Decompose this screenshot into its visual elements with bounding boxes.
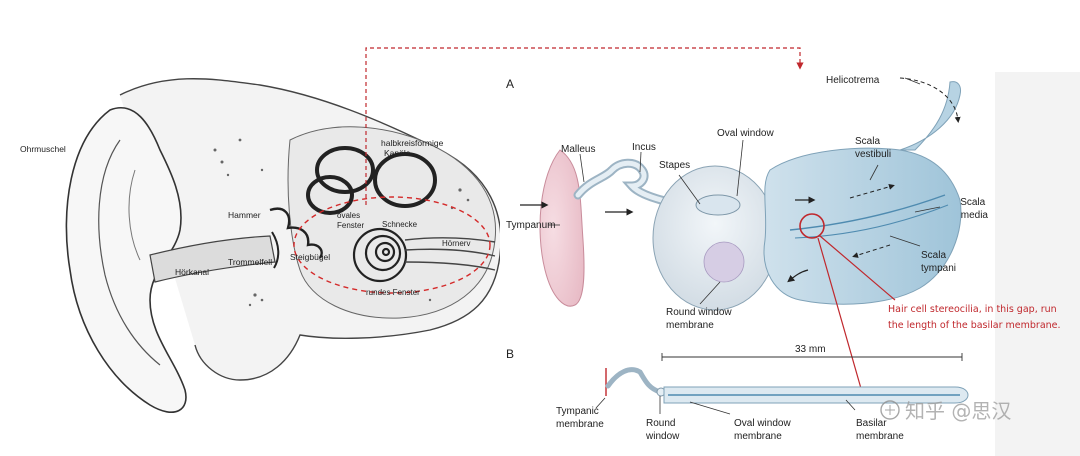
auditory-nerve-shape: [404, 237, 496, 271]
pinna-shape: [65, 107, 187, 414]
label-helicotrema: Helicotrema: [826, 75, 880, 86]
annotation-line-1: Hair cell stereocilia, in this gap, run: [888, 304, 1057, 315]
semicircular-canals: [306, 146, 437, 215]
label-tympanic-membrane: Tympanic membrane: [556, 406, 604, 430]
stereocilia-highlight: [799, 213, 825, 239]
stereocilia-annotation: Hair cell stereocilia, in this gap, run …: [888, 304, 1061, 331]
label-oval-window-membrane: Oval window membrane: [734, 418, 793, 442]
label-cochlea: Schnecke: [382, 220, 418, 229]
right-gray-strip: [995, 72, 1080, 456]
temporal-bone: [287, 126, 497, 319]
label-round-window-membrane: Round window membrane: [666, 307, 734, 331]
label-scala-vestibuli-l1: Scala: [855, 136, 880, 147]
label-semicircular-l2: Kanäle: [384, 148, 411, 158]
label-basilar-membrane: Basilar membrane: [856, 418, 904, 442]
label-rw-l2: window: [645, 431, 680, 442]
label-bm-l2: membrane: [856, 431, 904, 442]
label-oval-window: Oval window: [717, 128, 774, 139]
label-scala-tympani-l1: Scala: [921, 250, 946, 261]
label-scala-tympani: Scala tympani: [921, 250, 956, 274]
label-scala-media-l2: media: [961, 210, 989, 221]
ear-canal-shape: [149, 235, 276, 283]
label-length: 33 mm: [795, 344, 826, 355]
label-scala-media: Scala media: [960, 197, 988, 221]
vestibule-shape: [652, 165, 778, 311]
label-incus: Incus: [632, 142, 656, 153]
label-auditory-nerve: Hörnerv: [442, 239, 470, 248]
label-oval-l1: ovales: [337, 211, 360, 220]
label-scala-tympani-l2: tympani: [921, 263, 956, 274]
inner-ear-highlight: [293, 196, 491, 294]
eardrum-shape: [271, 231, 280, 269]
dashed-connector: [365, 47, 804, 205]
label-tympanum: Tympanum: [506, 220, 555, 231]
oval-window-disc: [695, 194, 741, 216]
label-tm-l1: Tympanic: [556, 406, 599, 417]
label-ear-canal: Hörkanal: [175, 267, 209, 277]
label-tm-l2: membrane: [556, 419, 604, 430]
label-rwm-l2: membrane: [666, 320, 714, 331]
cochlea-spiral: [352, 227, 408, 283]
label-bm-l1: Basilar: [856, 418, 887, 429]
label-stapes: Stapes: [659, 160, 690, 171]
label-pinna: Ohrmuschel: [20, 144, 66, 154]
ossicles-shape: [269, 207, 323, 259]
label-owm-l1: Oval window: [734, 418, 791, 429]
label-stapes: Steigbügel: [290, 252, 330, 262]
watermark: 知乎 @思汉: [880, 399, 1011, 423]
ear-anatomy-drawing: Ohrmuschel halbkreisförmige Kanäle ovale…: [20, 78, 502, 414]
label-scala-media-l1: Scala: [960, 197, 985, 208]
cochlea-body: [763, 147, 962, 305]
watermark-logo-icon: [880, 400, 900, 420]
label-eardrum: Trommelfell: [228, 257, 272, 267]
cochlea-figure: A: [500, 72, 1080, 456]
label-malleus: Malleus: [561, 144, 595, 155]
label-round-window: rundes Fenster: [366, 288, 420, 297]
label-oval-l2: Fenster: [337, 221, 364, 230]
label-rwm-l1: Round window: [666, 307, 732, 318]
watermark-text: 知乎 @思汉: [905, 399, 1011, 423]
annotation-line-2: the length of the basilar membrane.: [888, 320, 1061, 331]
round-window-disc: [703, 241, 745, 283]
label-scala-vestibuli-l2: vestibuli: [855, 149, 891, 160]
label-rw-l1: Round: [646, 418, 675, 429]
label-owm-l2: membrane: [734, 431, 782, 442]
label-scala-vestibuli: Scala vestibuli: [855, 136, 891, 160]
panel-label-a: A: [506, 77, 514, 91]
tympanum-shape: [539, 149, 585, 307]
label-semicircular: halbkreisförmige Kanäle: [381, 138, 446, 158]
label-semicircular-l1: halbkreisförmige: [381, 138, 444, 148]
panel-label-b: B: [506, 347, 514, 361]
label-hammer: Hammer: [228, 210, 261, 220]
cochlea-tail: [899, 81, 961, 151]
label-round-window-b: Round window: [645, 418, 680, 442]
